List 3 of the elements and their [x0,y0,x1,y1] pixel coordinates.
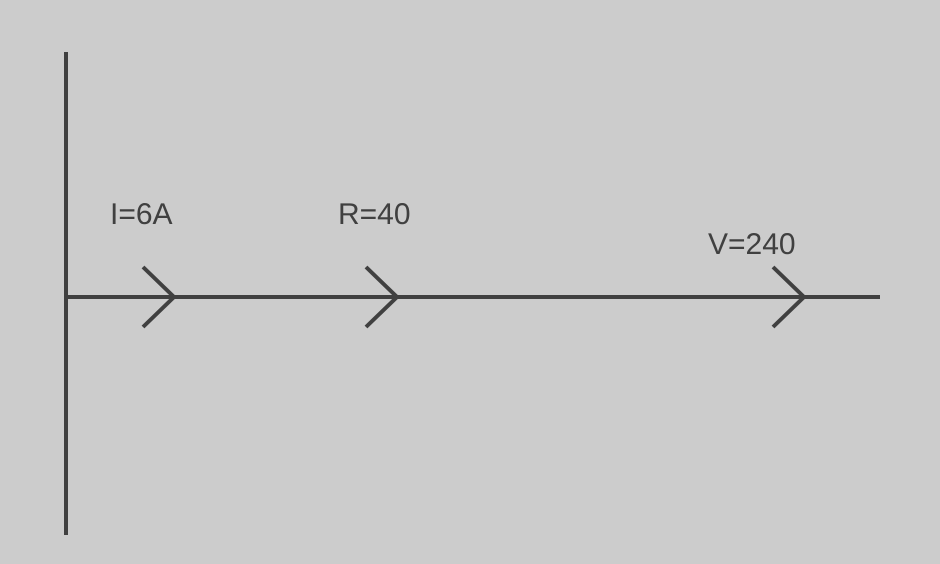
quantity-label: R=40 [338,198,411,232]
quantity-label: I=6A [110,198,173,232]
quantity-label: V=240 [708,228,796,262]
